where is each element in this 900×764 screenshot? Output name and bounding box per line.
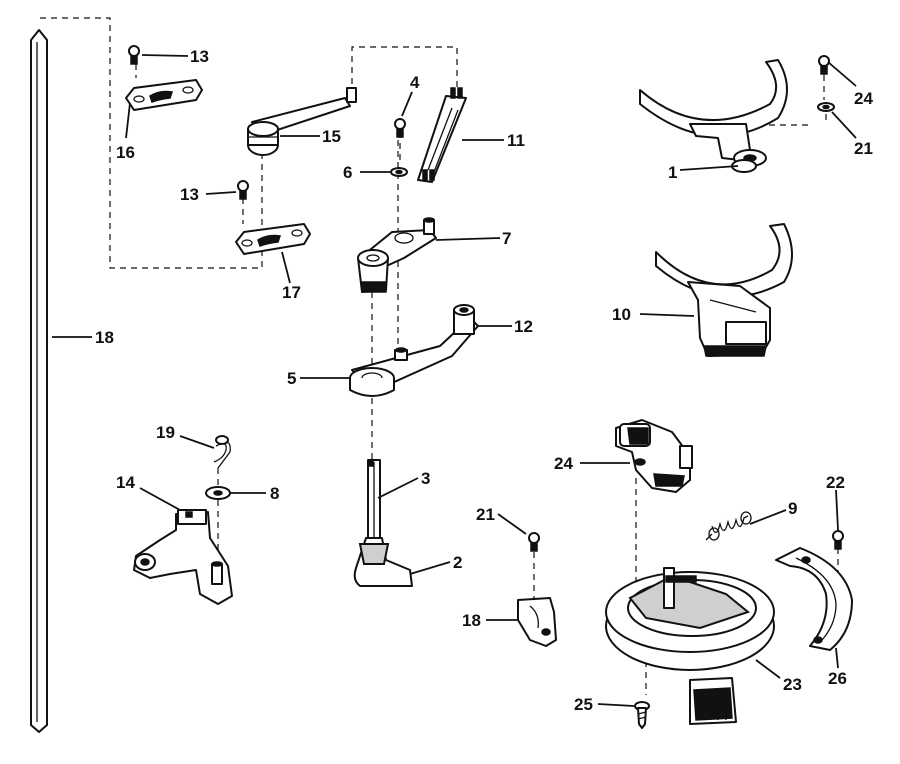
- part-label-9: 9: [788, 499, 797, 518]
- part-label-22: 23: [783, 675, 802, 694]
- clip-part-icon: [517, 597, 557, 647]
- screw-part-icon: [818, 55, 830, 75]
- retainer-part-icon: [125, 79, 203, 111]
- guide-part-icon: [775, 547, 853, 651]
- bracket-part-icon: [133, 509, 233, 605]
- part-number-labels: 13 16 13 17 15 4 6 11 7 12 5 18 19 14 8 …: [95, 47, 873, 714]
- part-label-12: 12: [514, 317, 533, 336]
- part-label-13: 13: [190, 47, 209, 66]
- leader-lines: [52, 54, 857, 707]
- cotter-pin-part-icon: [213, 435, 231, 469]
- lever-foot-part-icon: [353, 537, 413, 587]
- spring-part-icon: [705, 511, 752, 541]
- rod-part-icon: [30, 29, 48, 733]
- screw-part-icon: [394, 118, 406, 138]
- part-label-24: 24: [554, 454, 573, 473]
- timer-base-part-icon: [605, 567, 775, 725]
- part-label-15: 18: [462, 611, 481, 630]
- part-label-1: 1: [668, 163, 677, 182]
- part-label-18: 16: [116, 143, 135, 162]
- part-label-4: 4: [410, 73, 420, 92]
- retainer-part-icon: [235, 223, 311, 255]
- part-label-21: 22: [826, 473, 845, 492]
- part-label-13: 13: [180, 185, 199, 204]
- part-label-8: 8: [270, 484, 279, 503]
- sensor-part-icon: [615, 419, 693, 493]
- part-label-11: 11: [507, 131, 525, 150]
- cam-ring-bracket-part-icon: [655, 223, 793, 357]
- screw-part-icon: [237, 180, 249, 200]
- part-label-23: 24: [854, 89, 873, 108]
- part-label-19: 19: [156, 423, 175, 442]
- washer-part-icon: [390, 167, 408, 177]
- washer-part-icon: [205, 486, 231, 500]
- part-label-17: 18: [95, 328, 114, 347]
- upper-arm-part-icon: [357, 217, 437, 293]
- part-label-26: 26: [828, 669, 847, 688]
- part-label-7: 7: [502, 229, 511, 248]
- part-label-25: 25: [574, 695, 593, 714]
- part-label-18: 17: [282, 283, 301, 302]
- screw-part-icon: [128, 45, 140, 65]
- part-label-5: 5: [287, 369, 296, 388]
- throttle-cam-ring-part-icon: [639, 59, 788, 173]
- shaft-part-icon: [367, 459, 381, 543]
- screw-part-icon: [528, 532, 540, 552]
- screw-part-icon: [832, 530, 844, 550]
- part-label-2: 2: [453, 553, 462, 572]
- lower-arm-part-icon: [349, 347, 408, 397]
- part-label-21: 21: [476, 505, 495, 524]
- part-label-20: 21: [854, 139, 873, 158]
- part-label-10: 10: [612, 305, 631, 324]
- part-label-3: 3: [421, 469, 430, 488]
- washer-part-icon: [817, 102, 835, 112]
- link-part-icon: [417, 87, 467, 183]
- part-label-14: 14: [116, 473, 135, 492]
- roller-arm-part-icon: [247, 87, 357, 156]
- screw-part-icon: [634, 701, 650, 729]
- part-label-6: 6: [343, 163, 352, 182]
- part-label-16: 15: [322, 127, 341, 146]
